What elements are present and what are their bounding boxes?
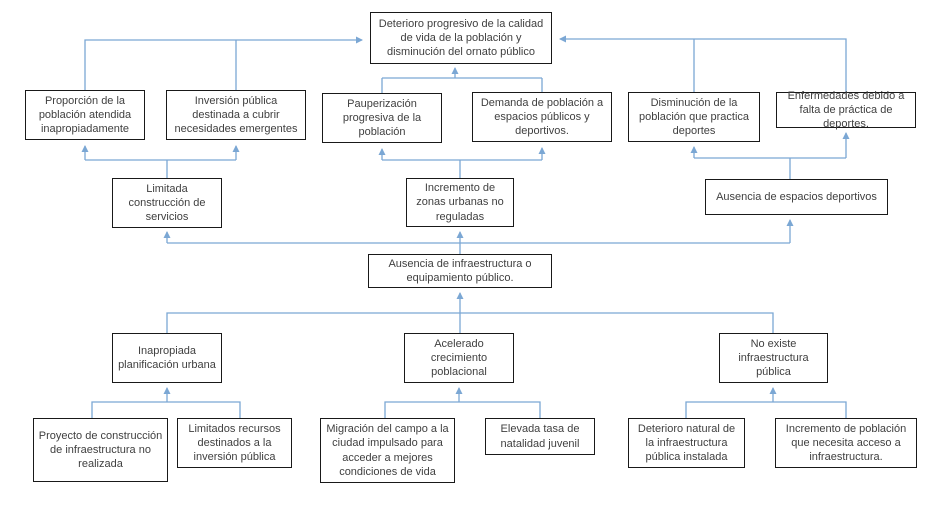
node-incremento-zonas: Incremento de zonas urbanas no reguladas	[406, 178, 514, 227]
node-elevada: Elevada tasa de natalidad juvenil	[485, 418, 595, 455]
connector-espacios-bus	[694, 157, 846, 179]
node-no-existe: No existe infraestructura pública	[719, 333, 828, 383]
node-deterioro-natural: Deterioro natural de la infraestructura …	[628, 418, 745, 468]
connector-left-to-top-effect	[84, 40, 362, 90]
connector-row4-bus	[166, 312, 774, 333]
connector-bottommiddle-bus	[384, 401, 541, 418]
connector-zonas-bus	[382, 159, 542, 178]
connector-right-to-top-effect	[560, 39, 847, 92]
connector-bottomright-bus	[685, 401, 847, 418]
connector-middle-bus-top	[381, 77, 543, 93]
node-limitada: Limitada construcción de servicios	[112, 178, 222, 228]
connector-bottomleft-bus	[91, 401, 241, 418]
node-limitados: Limitados recursos destinados a la inver…	[177, 418, 292, 468]
node-proporcion: Proporción de la población atendida inap…	[25, 90, 145, 140]
node-demanda: Demanda de población a espacios públicos…	[472, 92, 612, 142]
node-proyecto: Proyecto de construcción de infraestruct…	[33, 418, 168, 482]
connector-central-up-bus	[167, 242, 790, 254]
node-migracion: Migración del campo a la ciudad impulsad…	[320, 418, 455, 483]
node-inversion: Inversión pública destinada a cubrir nec…	[166, 90, 306, 140]
node-enfermedades: Enfermedades debido a falta de práctica …	[776, 90, 916, 130]
node-top-effect: Deterioro progresivo de la calidad de vi…	[370, 12, 552, 64]
node-disminucion: Disminución de la población que practica…	[628, 92, 760, 142]
node-ausencia-infraestructura: Ausencia de infraestructura o equipamien…	[368, 254, 552, 288]
node-pauperizacion: Pauperización progresiva de la población	[322, 93, 442, 143]
node-ausencia-espacios: Ausencia de espacios deportivos	[705, 179, 888, 215]
connector-limitada-bus	[85, 159, 236, 178]
node-inapropiada: Inapropiada planificación urbana	[112, 333, 222, 383]
node-acelerado: Acelerado crecimiento poblacional	[404, 333, 514, 383]
node-incremento-poblacion: Incremento de población que necesita acc…	[775, 418, 917, 468]
